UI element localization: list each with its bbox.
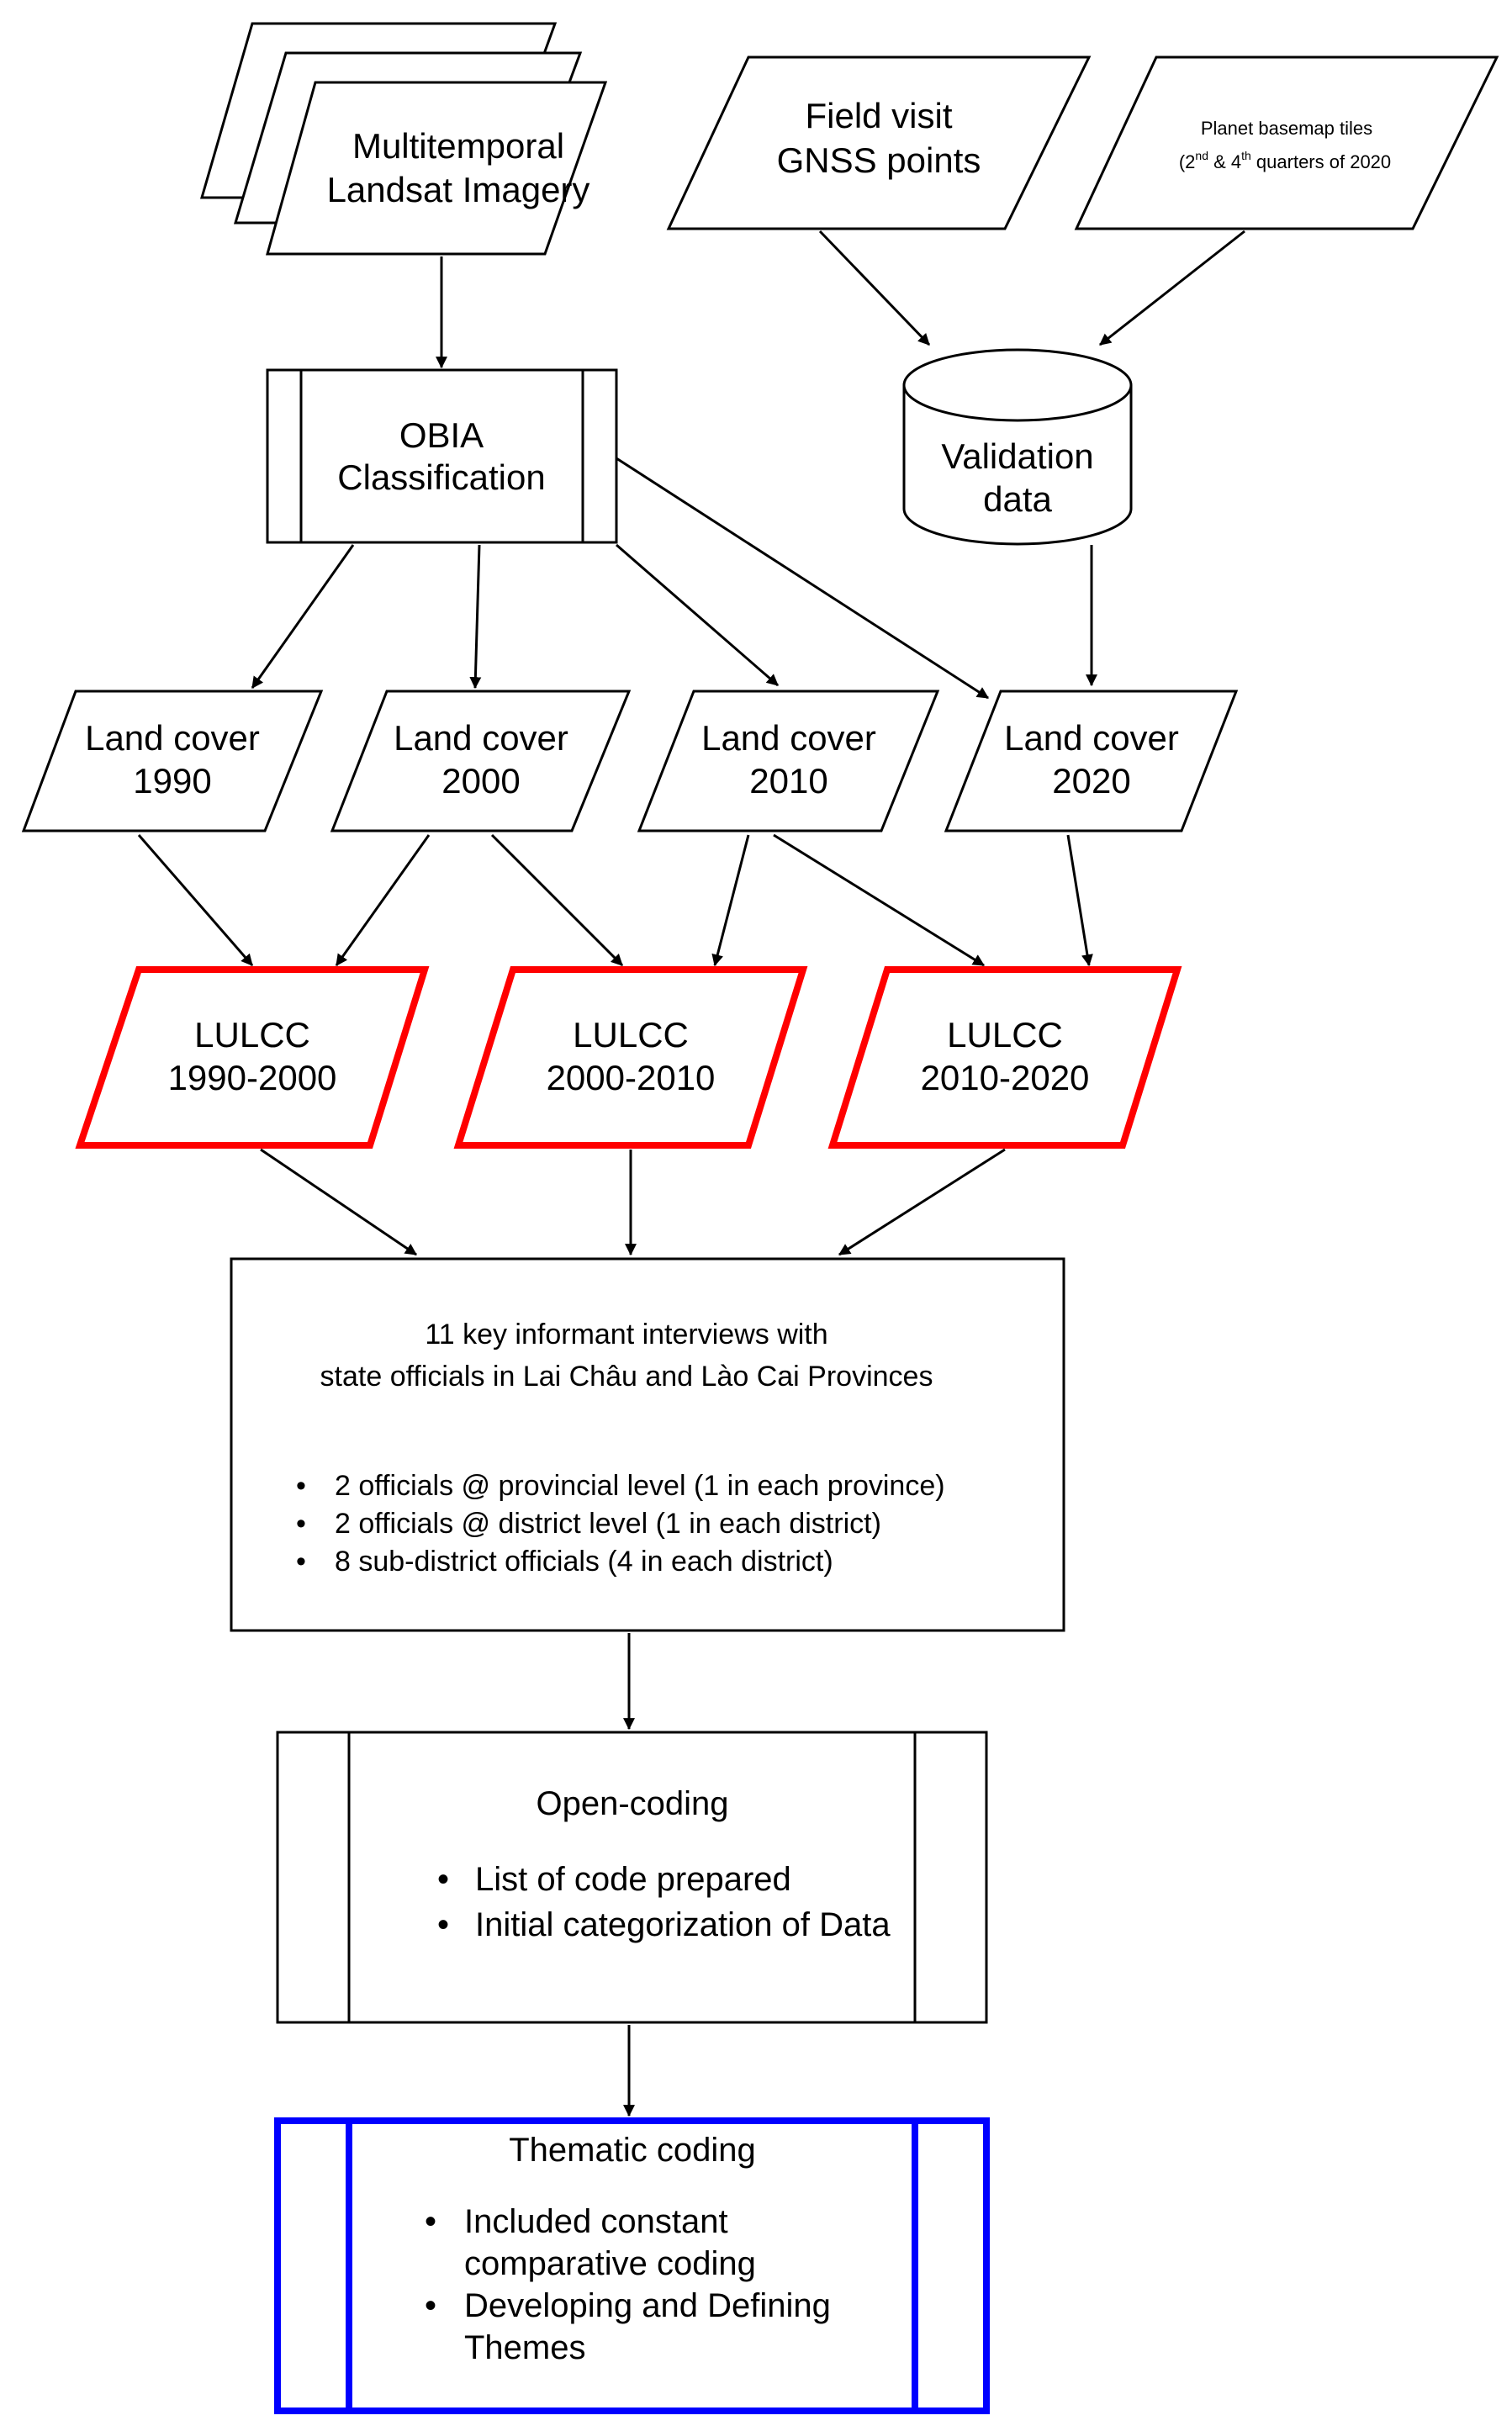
validation-label-line2: data xyxy=(983,479,1052,519)
interviews-bullet: • xyxy=(296,1546,306,1578)
land-cover-2000-year: 2000 xyxy=(441,761,520,801)
interviews-bullet: • xyxy=(296,1508,306,1540)
interviews-bullet-text: 8 sub-district officials (4 in each dist… xyxy=(335,1546,833,1578)
land-cover-2000-label: Land cover xyxy=(394,718,568,758)
land-cover-2000-node: Land cover 2000 xyxy=(330,690,632,832)
obia-label-line2: Classification xyxy=(337,457,545,497)
land-cover-2020-node: Land cover 2020 xyxy=(944,690,1239,832)
landsat-imagery-node: Multitemporal Landsat Imagery xyxy=(200,22,608,256)
land-cover-2020-label: Land cover xyxy=(1004,718,1179,758)
connectors xyxy=(137,230,1245,2117)
interviews-bullet: • xyxy=(296,1470,306,1502)
open-coding-bullet: • xyxy=(437,1861,449,1898)
arrow-obia-to-landcover2020 xyxy=(616,457,989,700)
arrow-lulcc3-to-interviews xyxy=(838,1148,1006,1256)
validation-data-node: Validation data xyxy=(902,348,1133,546)
open-coding-bullet: • xyxy=(437,1906,449,1943)
land-cover-2010-node: Land cover 2010 xyxy=(637,690,940,832)
lulcc-2000-2010-label: LULCC xyxy=(573,1015,689,1054)
arrow-lc2000-to-lulcc1 xyxy=(335,834,431,966)
planet-label-line2: (2nd & 4th quarters of 2020 xyxy=(1179,149,1391,172)
land-cover-2010-label: Land cover xyxy=(701,718,876,758)
lulcc-1990-2000-label: LULCC xyxy=(194,1015,310,1054)
obia-classification-node: OBIA Classification xyxy=(266,368,618,544)
lulcc-border xyxy=(827,966,1182,1149)
planet-basemap-node: Planet basemap tiles (2nd & 4th quarters… xyxy=(1074,55,1499,230)
thematic-coding-bullet-text: Themes xyxy=(464,2329,586,2366)
field-visit-label-line2: GNSS points xyxy=(777,140,981,180)
interviews-node: 11 key informant interviews with state o… xyxy=(230,1257,1065,1632)
open-coding-bullet-text: List of code prepared xyxy=(475,1861,791,1898)
lulcc-border xyxy=(75,966,430,1149)
lulcc-1990-2000-period: 1990-2000 xyxy=(168,1058,337,1097)
lulcc-border xyxy=(453,966,808,1149)
arrow-planet-to-validation xyxy=(1099,230,1245,346)
lulcc-2010-2020-label: LULCC xyxy=(947,1015,1063,1054)
land-cover-1990-year: 1990 xyxy=(133,761,211,801)
interviews-bullet-text: 2 officials @ provincial level (1 in eac… xyxy=(335,1470,945,1502)
arrow-lc1990-to-lulcc1 xyxy=(137,834,254,966)
land-cover-1990-node: Land cover 1990 xyxy=(21,690,324,832)
planet-label-line1: Planet basemap tiles xyxy=(1201,118,1372,139)
validation-label-line1: Validation xyxy=(941,436,1093,476)
thematic-coding-bullet-text: Developing and Defining xyxy=(464,2287,831,2324)
landsat-label-line1: Multitemporal xyxy=(352,126,564,166)
thematic-coding-bullet: • xyxy=(425,2287,436,2324)
open-coding-node: Open-coding • List of code prepared • In… xyxy=(276,1731,988,2024)
land-cover-2010-year: 2010 xyxy=(749,761,827,801)
land-cover-1990-label: Land cover xyxy=(85,718,260,758)
thematic-coding-bullet-text: Included constant xyxy=(464,2203,728,2240)
thematic-coding-title: Thematic coding xyxy=(509,2132,755,2169)
field-visit-label-line1: Field visit xyxy=(805,96,952,135)
interviews-bullet-text: 2 officials @ district level (1 in each … xyxy=(335,1508,881,1540)
field-visit-node: Field visit GNSS points xyxy=(666,55,1092,230)
arrow-obia-to-landcover1990 xyxy=(251,544,355,689)
open-coding-bullet-text: Initial categorization of Data xyxy=(475,1906,891,1943)
thematic-coding-node: Thematic coding • Included constant comp… xyxy=(274,2117,990,2414)
obia-label-line1: OBIA xyxy=(399,415,484,455)
lulcc-2010-2020-period: 2010-2020 xyxy=(921,1058,1090,1097)
arrow-fieldvisit-to-validation xyxy=(818,230,931,346)
arrow-obia-to-landcover2000 xyxy=(469,544,482,690)
lulcc-1990-2000-node: LULCC 1990-2000 xyxy=(75,966,430,1149)
arrow-lc2020-to-lulcc3 xyxy=(1066,834,1093,967)
arrow-obia-to-landcover2010 xyxy=(616,543,779,687)
interviews-line2: state officials in Lai Châu and Lào Cai … xyxy=(320,1361,933,1393)
land-cover-2020-year: 2020 xyxy=(1052,761,1130,801)
thematic-coding-bullet-text: comparative coding xyxy=(464,2245,756,2282)
open-coding-title: Open-coding xyxy=(536,1785,728,1822)
lulcc-2000-2010-period: 2000-2010 xyxy=(547,1058,716,1097)
thematic-coding-bullet: • xyxy=(425,2203,436,2240)
interviews-line1: 11 key informant interviews with xyxy=(425,1319,827,1350)
arrow-lc2000-to-lulcc2 xyxy=(490,833,624,967)
arrow-lc2010-to-lulcc2 xyxy=(711,834,750,967)
lulcc-2010-2020-node: LULCC 2010-2020 xyxy=(827,966,1182,1149)
lulcc-2000-2010-node: LULCC 2000-2010 xyxy=(453,966,808,1149)
arrow-lulcc1-to-interviews xyxy=(260,1148,417,1256)
landsat-label-line2: Landsat Imagery xyxy=(327,170,590,209)
arrow-lc2010-to-lulcc3 xyxy=(773,833,985,967)
